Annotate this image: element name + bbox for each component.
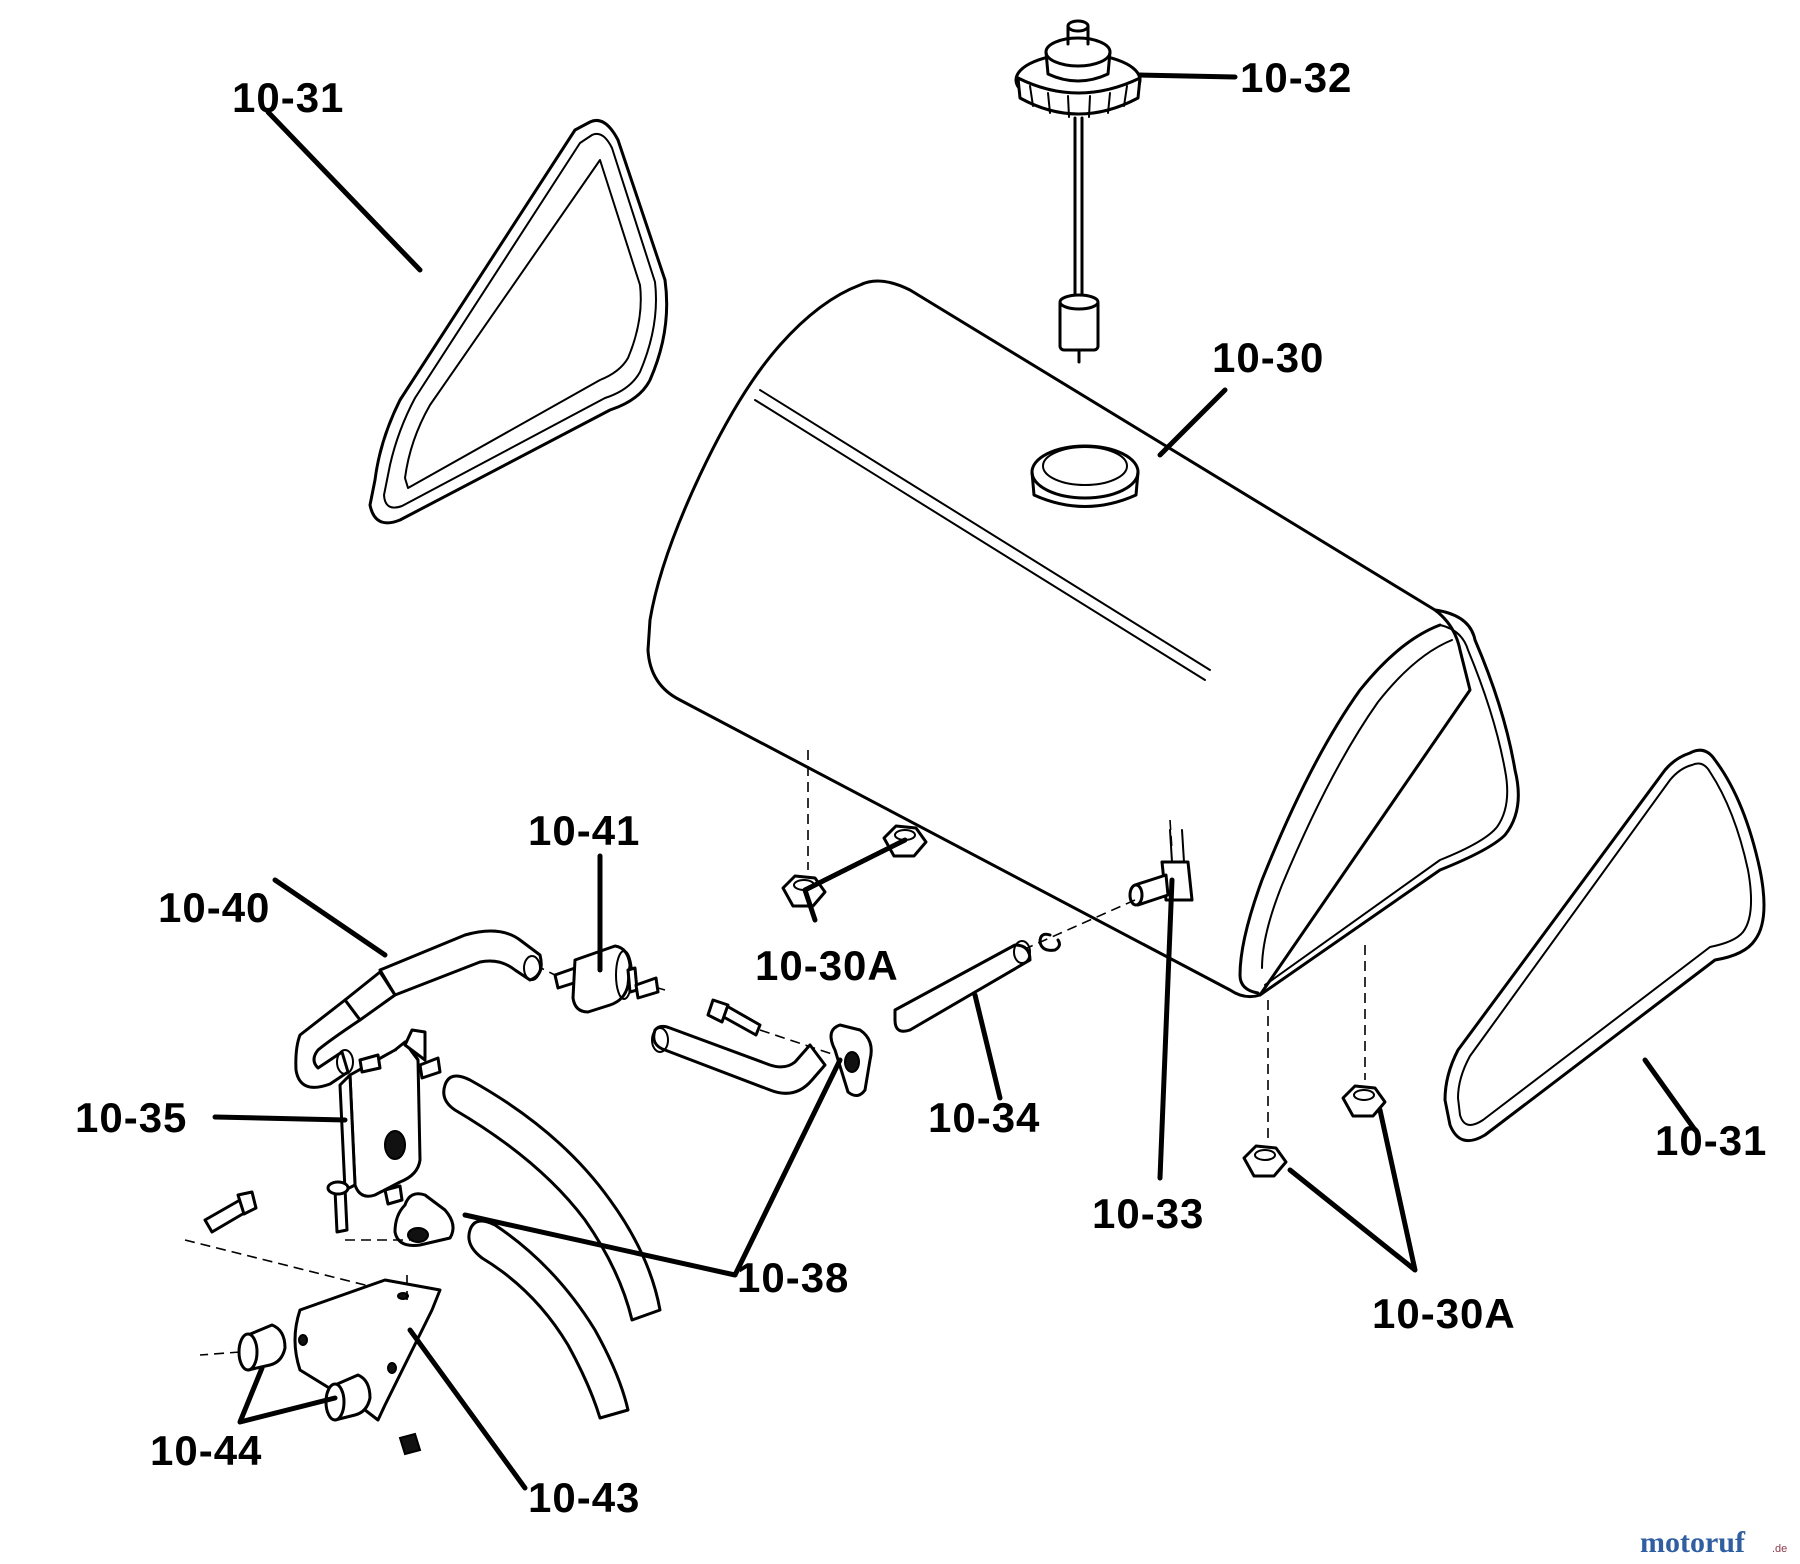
hex-nuts-right [1242, 945, 1387, 1178]
watermark-brand: motoruf [1640, 1526, 1746, 1559]
inline-fuel-filter [534, 944, 666, 1014]
label-10-40: 10-40 [158, 884, 270, 931]
label-10-30a-left: 10-30A [755, 942, 899, 989]
label-10-41: 10-41 [528, 807, 640, 854]
leader-lines [212, 72, 1698, 1491]
label-10-33: 10-33 [1092, 1190, 1204, 1237]
label-10-35: 10-35 [75, 1094, 187, 1141]
fuel-tank [646, 279, 1520, 999]
strap-left [368, 119, 669, 525]
label-10-34: 10-34 [928, 1094, 1040, 1141]
part-labels: 10-31 10-32 10-30 10-30A 10-41 10-40 10-… [75, 54, 1767, 1521]
label-10-43: 10-43 [528, 1474, 640, 1521]
strap-right [1443, 748, 1766, 1143]
fuel-fitting [999, 819, 1194, 961]
fuel-pump [338, 1028, 442, 1206]
label-10-30a-right: 10-30A [1372, 1290, 1516, 1337]
label-10-44: 10-44 [150, 1427, 262, 1474]
watermark-suffix: .de [1772, 1543, 1787, 1555]
label-10-31-left: 10-31 [232, 74, 344, 121]
label-10-30: 10-30 [1212, 334, 1324, 381]
label-10-32: 10-32 [1240, 54, 1352, 101]
rubber-grommets [199, 1323, 422, 1456]
label-10-38: 10-38 [737, 1254, 849, 1301]
fuel-cap-gauge [1014, 19, 1142, 364]
fuel-hose-bent [294, 929, 543, 1089]
fuel-hose-lower [442, 1024, 827, 1420]
hose-clamps [184, 998, 873, 1296]
short-fuel-hose [893, 940, 1032, 1033]
watermark: motoruf .de [1640, 1526, 1787, 1559]
label-10-31-right: 10-31 [1655, 1117, 1767, 1164]
